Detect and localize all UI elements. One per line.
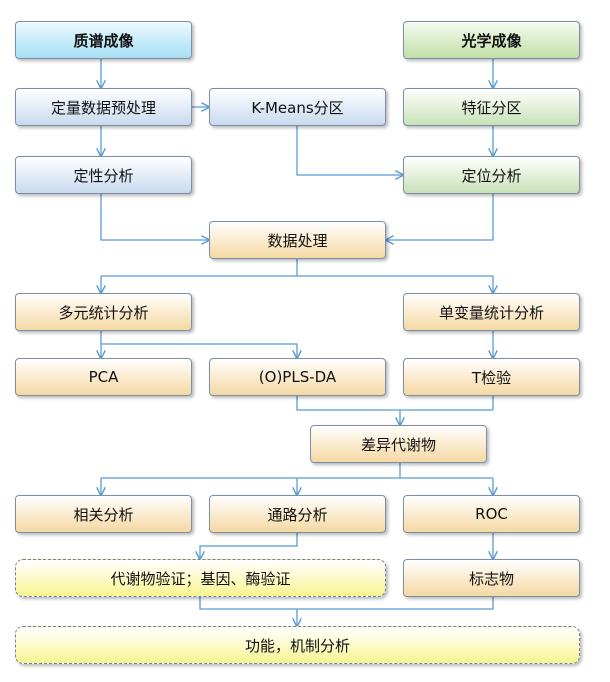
node-plsda: (O)PLS-DA xyxy=(209,358,386,396)
node-qualitative: 定性分析 xyxy=(15,156,192,194)
node-roc: ROC xyxy=(403,495,580,533)
node-correlation: 相关分析 xyxy=(15,495,192,533)
node-univariate: 单变量统计分析 xyxy=(403,293,580,331)
arrow-multivariate-to-plsda xyxy=(101,343,297,358)
arrow-localization-to-dataprocessing xyxy=(386,194,494,240)
node-ms-imaging: 质谱成像 xyxy=(15,21,192,59)
node-biomarker: 标志物 xyxy=(403,559,580,597)
node-multivariate: 多元统计分析 xyxy=(15,293,192,331)
node-validation: 代谢物验证；基因、酶验证 xyxy=(15,559,386,597)
line-merge-to-function xyxy=(199,597,494,626)
line-dataprocessing-split xyxy=(101,259,493,277)
node-pathway: 通路分析 xyxy=(209,495,386,533)
node-feature-zoning: 特征分区 xyxy=(403,88,580,126)
node-data-processing: 数据处理 xyxy=(209,221,386,259)
node-pca: PCA xyxy=(15,358,192,396)
node-function: 功能，机制分析 xyxy=(15,626,580,664)
arrow-pathway-to-validation xyxy=(200,533,298,559)
arrow-to-diff-metabolites xyxy=(296,396,494,425)
node-kmeans: K-Means分区 xyxy=(209,88,386,126)
arrow-qualitative-to-dataprocessing xyxy=(100,194,209,240)
node-diff-metabolites: 差异代谢物 xyxy=(310,425,487,463)
node-quant-preprocess: 定量数据预处理 xyxy=(15,88,192,126)
arrow-kmeans-to-localization xyxy=(296,126,403,175)
line-diff-split xyxy=(101,463,493,479)
node-localization: 定位分析 xyxy=(403,156,580,194)
node-ttest: T检验 xyxy=(403,358,580,396)
node-optical-imaging: 光学成像 xyxy=(403,21,580,59)
